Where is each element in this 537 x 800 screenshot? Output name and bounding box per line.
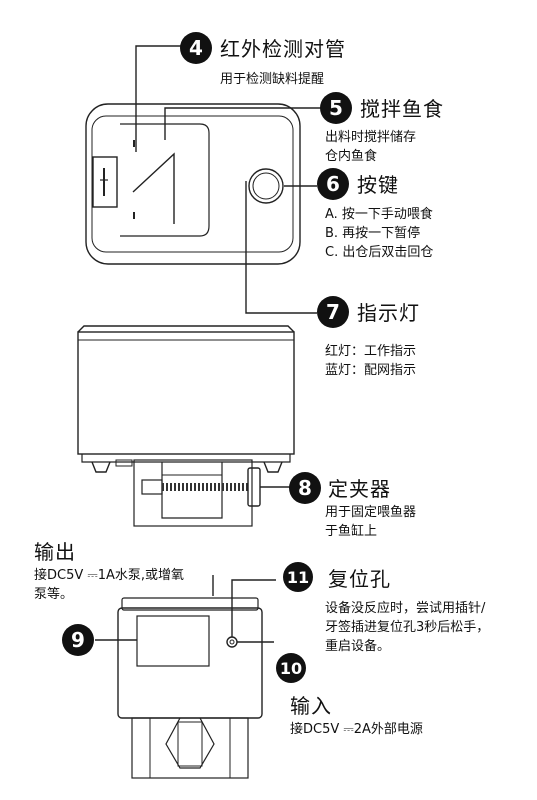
callout-desc-11-line3: 重启设备。 (325, 639, 391, 654)
leader-4 (135, 45, 182, 152)
callout-badge-8: 8 (289, 472, 321, 504)
output-desc-line1: 接DC5V ⎓1A水泵,或增氧 (34, 568, 185, 583)
callout-desc-6-line3: C. 出仓后双击回仓 (325, 245, 434, 260)
back-lid (121, 597, 259, 611)
leader-11 (231, 579, 276, 637)
body-top-rim (77, 325, 295, 333)
callout-badge-10: 10 (276, 653, 306, 683)
ir-sensor (92, 156, 118, 208)
output-desc-line2: 泵等。 (34, 587, 74, 602)
callout-title-7: 指示灯 (357, 301, 420, 325)
button-inner (252, 172, 280, 200)
callout-title-11: 复位孔 (328, 567, 391, 591)
callout-title-5: 搅拌鱼食 (360, 97, 444, 121)
callout-desc-8-line2: 于鱼缸上 (325, 524, 378, 539)
back-base (131, 717, 249, 779)
callout-desc-5-line2: 仓内鱼食 (325, 149, 378, 164)
callout-badge-4: 4 (180, 32, 212, 64)
input-port (177, 721, 203, 767)
callout-desc-11-line1: 设备没反应时，尝试用插针/ (325, 601, 486, 616)
output-title: 输出 (34, 540, 76, 564)
callout-badge-7: 7 (317, 296, 349, 328)
callout-desc-4: 用于检测缺料提醒 (220, 72, 325, 87)
callout-desc-7-line2: 蓝灯：配网指示 (325, 363, 417, 378)
callout-desc-11-line2: 牙签插进复位孔3秒后松手， (325, 620, 490, 635)
callout-title-6: 按键 (357, 173, 399, 197)
callout-title-8: 定夹器 (328, 477, 391, 501)
back-body (117, 607, 263, 719)
compartment-outline (120, 123, 210, 237)
button-outer (248, 168, 284, 204)
leader-5 (164, 107, 322, 140)
input-title: 输入 (290, 694, 332, 718)
callout-desc-5-line1: 出料时搅拌储存 (325, 130, 417, 145)
callout-desc-6-line2: B. 再按一下暂停 (325, 226, 421, 241)
clamp-pad (141, 479, 163, 495)
lid-outer-outline (85, 103, 301, 265)
stirrer-blade (132, 152, 175, 224)
leader-7 (245, 181, 317, 314)
input-desc: 接DC5V ⎓2A外部电源 (290, 722, 423, 737)
body-outline (77, 331, 295, 455)
clamp-frame (133, 459, 253, 527)
callout-desc-8-line1: 用于固定喂鱼器 (325, 505, 417, 520)
lid-inner-outline (91, 115, 294, 253)
callout-badge-9: 9 (62, 624, 94, 656)
callout-title-4: 红外检测对管 (220, 37, 346, 61)
clamp-knob (247, 467, 261, 507)
callout-desc-7-line1: 红灯：工作指示 (325, 344, 417, 359)
reset-hole (226, 636, 238, 648)
callout-badge-6: 6 (317, 168, 349, 200)
output-port (136, 615, 210, 667)
callout-badge-11: 11 (283, 562, 313, 592)
callout-desc-6-line1: A. 按一下手动喂食 (325, 207, 433, 222)
callout-badge-5: 5 (320, 92, 352, 124)
